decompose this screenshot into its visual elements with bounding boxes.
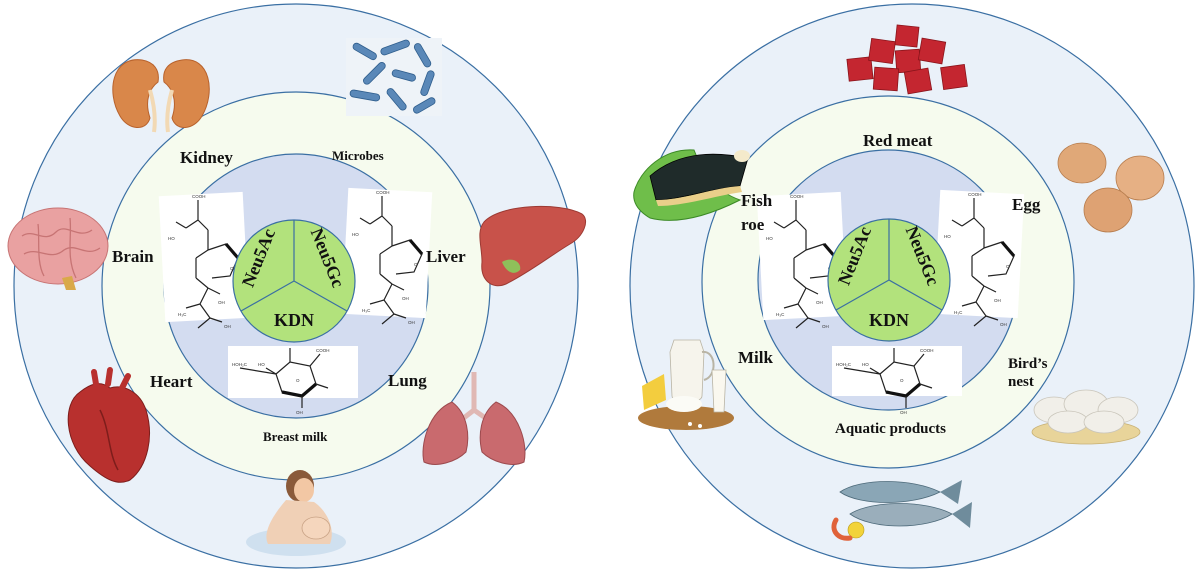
right-core: Neu5Ac Neu5Gc KDN	[827, 218, 951, 342]
label-fish: Fish	[741, 191, 773, 210]
lungs-icon	[422, 372, 526, 465]
right-structure-kdn: HOH₂C	[832, 346, 962, 417]
kidney-icon	[112, 59, 210, 133]
fish-roe-icon	[633, 149, 750, 221]
left-diagram: HOH₂C Neu5Ac Neu5Gc KDN Kidney Microbes …	[7, 3, 586, 569]
label-breast-milk: Breast milk	[263, 429, 328, 444]
label-liver: Liver	[426, 247, 466, 266]
label-brain: Brain	[112, 247, 154, 266]
milk-icon	[638, 339, 734, 430]
label-microbes: Microbes	[332, 148, 384, 163]
red-meat-icon	[846, 24, 968, 95]
label-red-meat: Red meat	[863, 131, 933, 150]
birds-nest-icon	[1031, 389, 1141, 445]
liver-icon	[479, 206, 586, 287]
microbes-icon	[346, 38, 442, 116]
left-core-kdn: KDN	[274, 310, 314, 330]
breastfeeding-icon	[246, 470, 346, 556]
svg-text:HOH₂C: HOH₂C	[836, 362, 852, 367]
label-roe: roe	[741, 215, 765, 234]
right-structure-neu5gc	[933, 189, 1025, 329]
egg-icon	[1057, 142, 1165, 233]
label-heart: Heart	[150, 372, 193, 391]
fish-icon	[831, 480, 972, 541]
label-birds: Bird’s	[1008, 356, 1048, 372]
label-milk: Milk	[738, 348, 773, 367]
left-structure-neu5gc	[341, 187, 433, 327]
right-structure-neu5ac	[756, 191, 848, 331]
right-core-kdn: KDN	[869, 310, 909, 330]
left-core: Neu5Ac Neu5Gc KDN	[232, 219, 356, 343]
brain-icon	[7, 207, 109, 290]
label-lung: Lung	[388, 371, 427, 390]
left-structure-neu5ac	[158, 191, 250, 331]
heart-icon	[67, 367, 150, 483]
right-diagram: HOH₂C Neu5Ac Neu5Gc KDN Red meat Fish ro…	[629, 3, 1195, 569]
label-aquatic-products: Aquatic products	[835, 421, 946, 437]
left-structure-kdn: HOH₂C	[228, 346, 358, 417]
label-egg: Egg	[1012, 195, 1041, 214]
label-nest: nest	[1008, 374, 1034, 390]
label-kidney: Kidney	[180, 148, 233, 167]
svg-text:HOH₂C: HOH₂C	[232, 362, 248, 367]
